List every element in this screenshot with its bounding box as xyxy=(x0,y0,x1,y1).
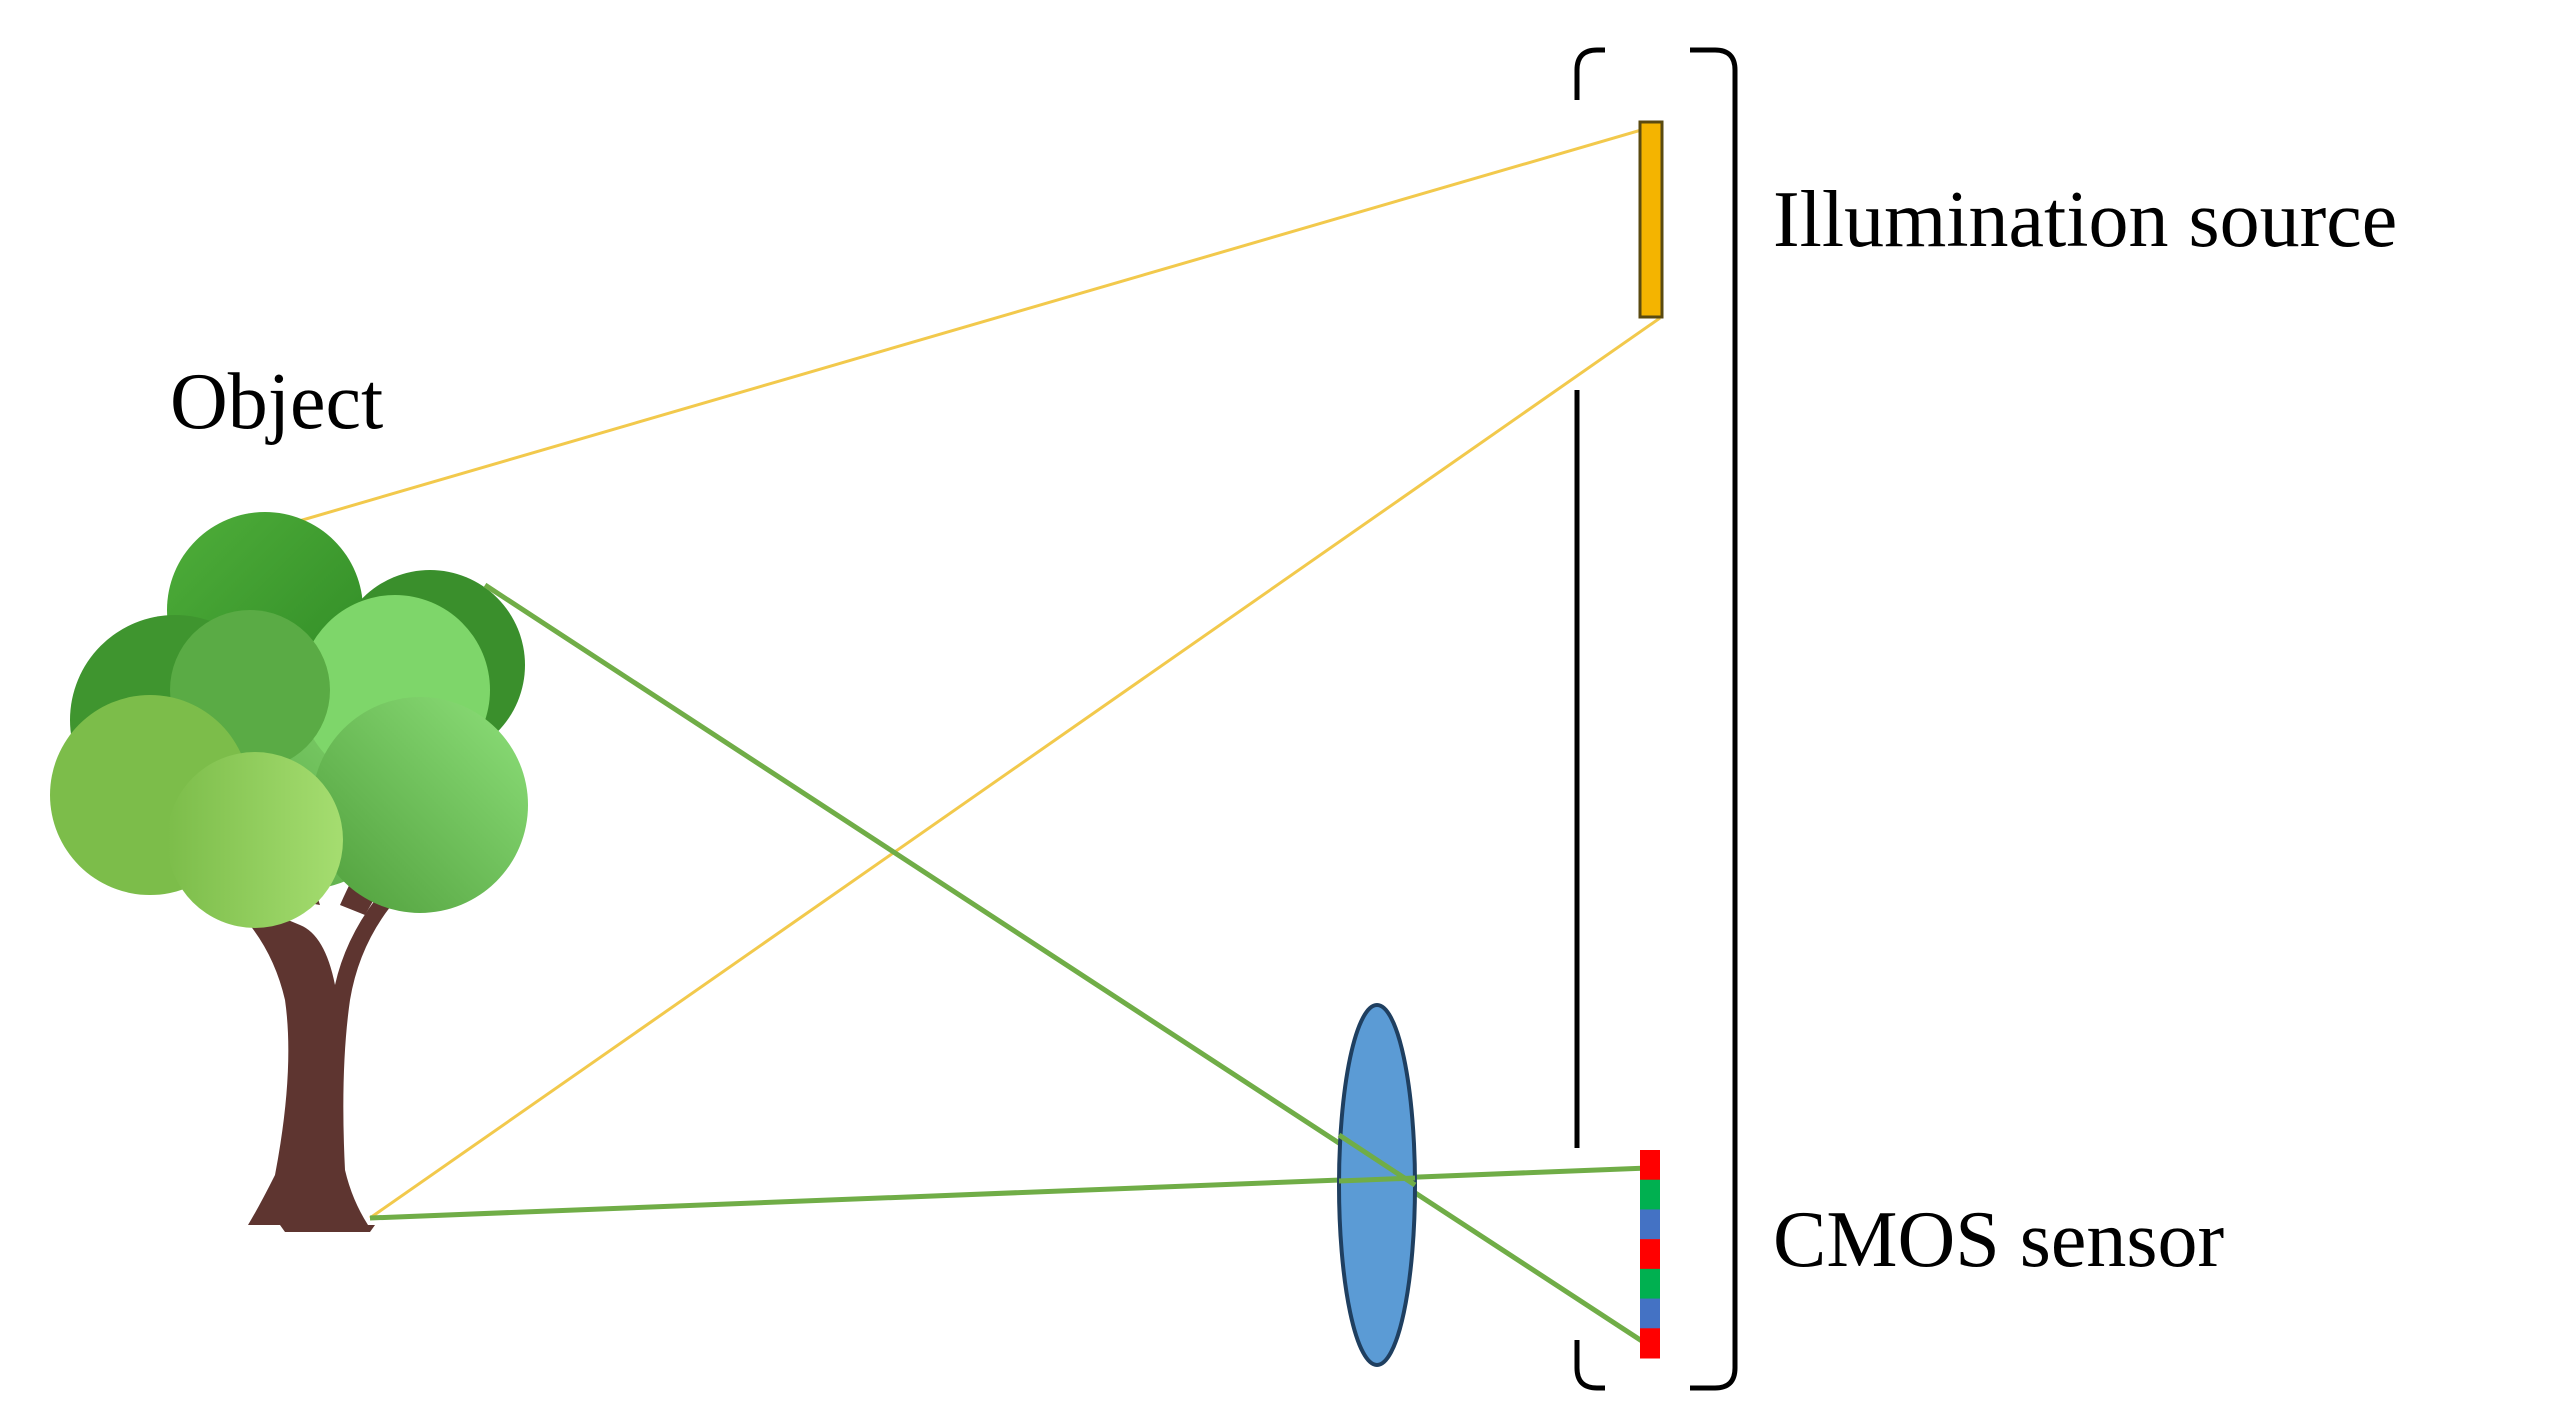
sensor-pixel-green xyxy=(1640,1179,1660,1210)
sensor-pixel-red xyxy=(1640,1239,1660,1270)
object-ray-top xyxy=(483,582,1650,1348)
housing-right-wall xyxy=(1690,47,1738,1391)
sensor-pixel-blue xyxy=(1640,1298,1660,1329)
illumination-source-label: Illumination source xyxy=(1773,176,2398,264)
object-rays xyxy=(369,582,1650,1348)
lens-icon xyxy=(1337,1003,1417,1367)
object-label: Object xyxy=(170,358,384,446)
sensor-pixel-green xyxy=(1640,1268,1660,1300)
housing-bracket-left-top xyxy=(1574,47,1605,100)
cmos-sensor-label: CMOS sensor xyxy=(1773,1196,2225,1284)
sensor-icon xyxy=(1640,1150,1660,1359)
sensor-pixel-blue xyxy=(1640,1209,1660,1240)
illumination-rays xyxy=(274,126,1661,1220)
housing-bracket-left-bottom xyxy=(1574,1340,1605,1391)
illumination-ray-top xyxy=(274,126,1649,530)
device-housing xyxy=(1574,47,1738,1391)
sensor-pixel-red xyxy=(1640,1328,1660,1359)
sensor-pixel-red xyxy=(1640,1150,1660,1181)
object-ray-bottom xyxy=(369,1165,1649,1221)
tree-canopy xyxy=(50,512,528,928)
rays-through-lens xyxy=(1337,1132,1417,1188)
tree-icon xyxy=(50,512,528,1232)
light-source-icon xyxy=(1638,120,1664,319)
illumination-ray-bottom xyxy=(369,316,1661,1220)
